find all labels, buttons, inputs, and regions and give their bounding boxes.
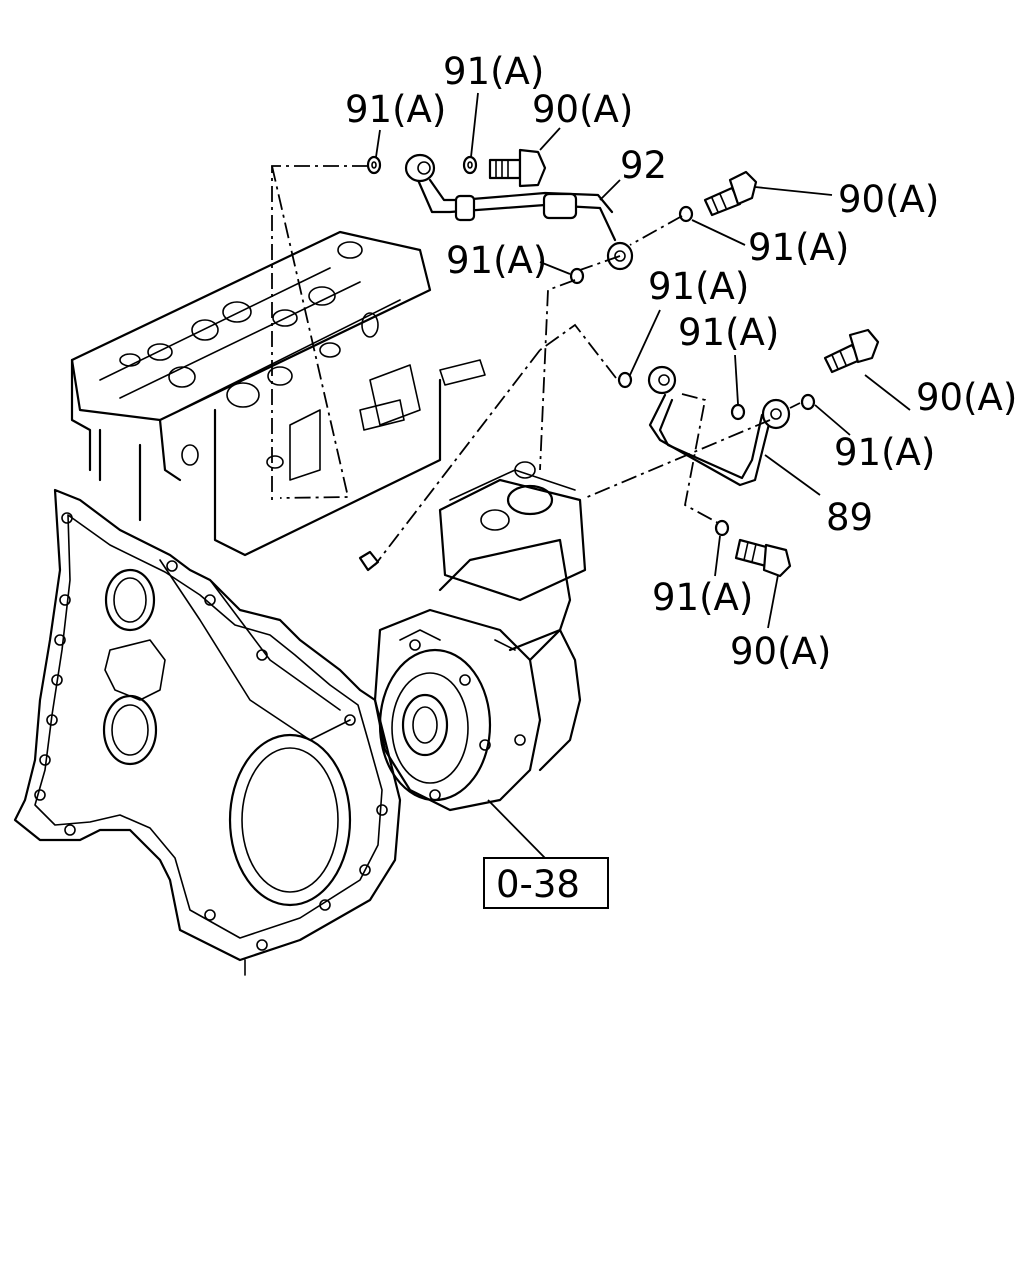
callout-labels: 91(A) 91(A) 90(A) 92 90(A) 91(A) 91(A) 9… — [345, 50, 1017, 673]
leader-lines — [375, 92, 911, 859]
cylinder-head — [70, 230, 486, 557]
callout-91a-upper-right: 91(A) — [748, 226, 849, 269]
callout-91a-middle: 91(A) — [648, 265, 749, 308]
assembly-lines — [271, 165, 801, 566]
callout-90a-lower: 90(A) — [730, 630, 831, 673]
air-compressor — [373, 461, 587, 812]
timing-gear-case — [13, 488, 402, 976]
reference-box-label: 0-38 — [496, 863, 580, 906]
bolts — [358, 148, 880, 578]
callout-90a-upper-right: 90(A) — [838, 178, 939, 221]
callout-89: 89 — [826, 496, 873, 539]
callout-91a-top: 91(A) — [443, 50, 544, 93]
washers — [366, 155, 816, 537]
callout-91a-middle-left: 91(A) — [446, 239, 547, 282]
callout-90a-top: 90(A) — [532, 88, 633, 131]
callout-91a-middle-right: 91(A) — [678, 311, 779, 354]
pipe-92 — [404, 153, 634, 271]
callout-91a-right: 91(A) — [834, 431, 935, 474]
pipe-89 — [647, 365, 791, 487]
callout-91a-top-left: 91(A) — [345, 88, 446, 131]
callout-92: 92 — [620, 144, 667, 187]
callout-90a-right: 90(A) — [916, 376, 1017, 419]
reference-box: 0-38 — [483, 857, 609, 909]
callout-91a-lower: 91(A) — [652, 576, 753, 619]
